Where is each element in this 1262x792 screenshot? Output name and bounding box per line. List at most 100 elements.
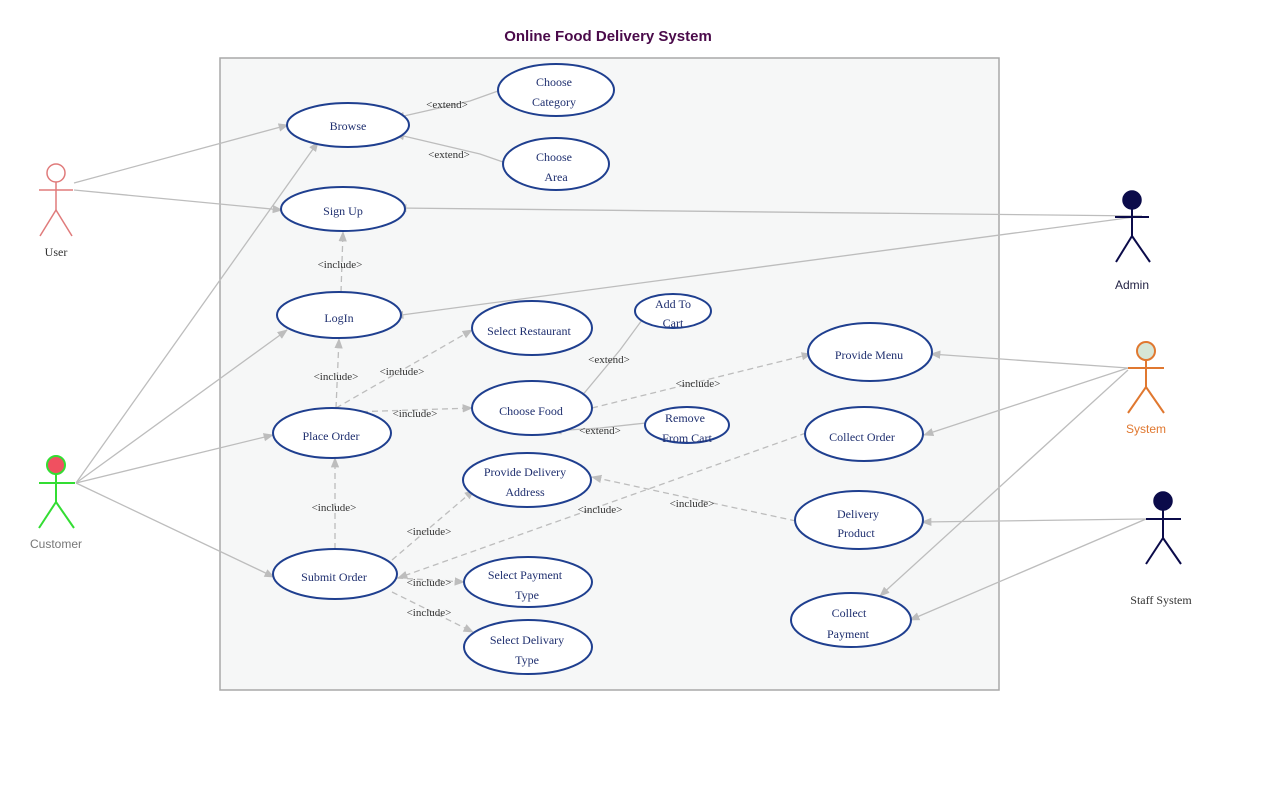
assoc-customer-placeorder [75, 433, 275, 484]
assoc-admin-login [392, 215, 1143, 319]
assoc-system-providemenu [929, 350, 1129, 369]
usecase-select-restaurant[interactable]: Select Restaurant [471, 300, 593, 356]
usecase-select-payment-type-line2: Type [515, 588, 539, 602]
usecase-select-delivery-type-line1: Select Delivary [490, 633, 564, 647]
actor-system-head [1136, 341, 1156, 361]
actor-staff-system[interactable]: Staff System [1130, 491, 1192, 607]
usecase-select-payment-type[interactable]: Select Payment Type [463, 556, 593, 608]
usecase-add-to-cart-line1: Add To [655, 297, 691, 311]
usecase-select-delivery-type[interactable]: Select Delivary Type [463, 619, 593, 675]
usecase-submit-order-label: Submit Order [301, 570, 367, 584]
label-include-placeorder: <include> [312, 502, 357, 514]
actor-admin-label: Admin [1115, 278, 1149, 292]
actor-user-label: User [45, 245, 68, 259]
usecase-remove-from-cart[interactable]: Remove From Cart [644, 406, 730, 445]
usecase-collect-order[interactable]: Collect Order [804, 406, 924, 462]
usecase-place-order[interactable]: Place Order [272, 407, 392, 459]
usecase-login-label: LogIn [324, 311, 353, 325]
actor-customer[interactable]: Customer [30, 455, 82, 551]
label-include-collectorder: <include> [578, 504, 623, 516]
usecase-provide-menu[interactable]: Provide Menu [807, 322, 933, 382]
usecase-login[interactable]: LogIn [276, 291, 402, 339]
associations [73, 123, 1147, 621]
usecase-provide-delivery-address[interactable]: Provide Delivery Address [462, 452, 592, 508]
diagram-title: Online Food Delivery System [504, 28, 712, 45]
actor-system-label: System [1126, 422, 1166, 436]
usecase-choose-area-line2: Area [544, 170, 568, 184]
usecase-remove-from-cart-line2: From Cart [662, 431, 712, 445]
label-include-payment: <include> [407, 577, 452, 589]
include-delivery-address [590, 474, 797, 522]
label-include-address: <include> [407, 526, 452, 538]
usecase-delivery-product[interactable]: Delivery Product [794, 490, 924, 550]
assoc-user-signup [73, 189, 284, 214]
use-cases: Browse Choose Category Choose Area Sign … [272, 63, 933, 675]
usecase-submit-order[interactable]: Submit Order [272, 548, 398, 600]
usecase-collect-payment-line2: Payment [827, 627, 870, 641]
usecase-collect-order-label: Collect Order [829, 430, 895, 444]
label-include-choosefood: <include> [393, 408, 438, 420]
actor-system[interactable]: System [1126, 341, 1166, 436]
actor-admin[interactable]: Admin [1115, 190, 1151, 292]
usecase-add-to-cart-line2: Cart [663, 316, 684, 330]
assoc-staff-deliveryproduct [920, 517, 1147, 527]
actor-customer-head [46, 455, 66, 475]
label-include-restaurant: <include> [380, 366, 425, 378]
usecase-place-order-label: Place Order [303, 429, 360, 443]
actor-user[interactable]: User [39, 163, 73, 259]
usecase-choose-food-label: Choose Food [499, 404, 563, 418]
usecase-collect-payment-line1: Collect [832, 606, 867, 620]
usecase-sign-up-label: Sign Up [323, 204, 363, 218]
usecase-remove-from-cart-line1: Remove [665, 411, 705, 425]
assoc-customer-browse [75, 141, 319, 484]
extend-category-browse [393, 90, 499, 120]
dependencies [330, 90, 813, 633]
include-placeorder-login [334, 337, 343, 409]
usecase-provide-delivery-address-line2: Address [505, 485, 545, 499]
assoc-system-collectorder [923, 367, 1129, 437]
include-submitorder-payment [396, 577, 466, 586]
include-placeorder-choosefood [351, 404, 474, 413]
usecase-choose-category[interactable]: Choose Category [497, 63, 615, 117]
relation-labels: <extend> <extend> <include> <include> <i… [312, 99, 721, 619]
usecase-delivery-product-line1: Delivery [837, 507, 879, 521]
label-extend-addtocart: <extend> [588, 354, 630, 366]
usecase-add-to-cart[interactable]: Add To Cart [634, 293, 712, 330]
label-include-deliverytype: <include> [407, 607, 452, 619]
label-extend-removecart: <extend> [579, 425, 621, 437]
assoc-admin-signup [395, 203, 1143, 217]
actor-staff-head [1153, 491, 1173, 511]
usecase-browse-label: Browse [330, 119, 367, 133]
include-submitorder-address [391, 489, 475, 561]
assoc-customer-submitorder [75, 482, 275, 578]
label-include-providemenu: <include> [676, 378, 721, 390]
extend-area-browse [393, 132, 504, 163]
usecase-sign-up[interactable]: Sign Up [280, 186, 406, 232]
label-extend-area: <extend> [428, 149, 470, 161]
include-choosefood-providemenu [591, 352, 813, 409]
assoc-customer-login [75, 329, 288, 484]
label-extend-category: <extend> [426, 99, 468, 111]
usecase-choose-food[interactable]: Choose Food [471, 380, 593, 436]
assoc-user-browse [73, 123, 290, 184]
assoc-staff-collectpayment [909, 518, 1147, 621]
usecase-choose-area-line1: Choose [536, 150, 572, 164]
usecase-choose-category-line1: Choose [536, 75, 572, 89]
actor-user-head [46, 163, 66, 183]
extend-addtocart-choosefood [575, 319, 643, 404]
include-collectorder-submitorder [397, 432, 807, 579]
actor-staff-label: Staff System [1130, 593, 1192, 607]
assoc-system-collectpayment [879, 369, 1129, 597]
label-include-signup: <include> [318, 259, 363, 271]
usecase-provide-menu-label: Provide Menu [835, 348, 903, 362]
actor-admin-head [1122, 190, 1142, 210]
label-include-login: <include> [314, 371, 359, 383]
include-placeorder-restaurant [335, 329, 473, 409]
include-login-signup [338, 230, 347, 293]
usecase-choose-area[interactable]: Choose Area [502, 137, 610, 191]
usecase-provide-delivery-address-line1: Provide Delivery [484, 465, 566, 479]
usecase-browse[interactable]: Browse [286, 102, 410, 148]
actor-customer-label: Customer [30, 537, 82, 551]
usecase-collect-payment[interactable]: Collect Payment [790, 592, 912, 648]
